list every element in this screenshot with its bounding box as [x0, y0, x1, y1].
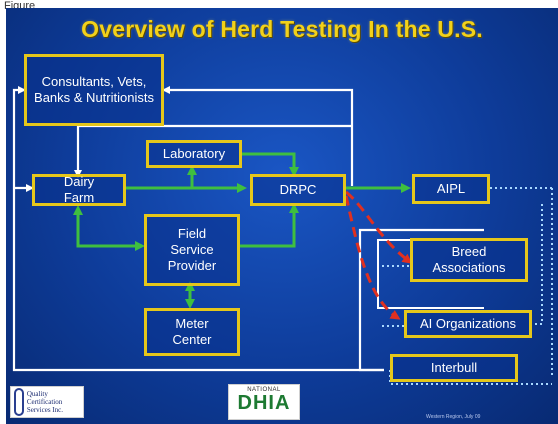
box-consultants: Consultants, Vets, Banks & Nutritionists — [24, 54, 164, 126]
box-field-service: Field Service Provider — [144, 214, 240, 286]
box-dairy-farm: Dairy Farm — [32, 174, 126, 206]
dotted-interbull — [389, 370, 552, 385]
line-left-loop — [12, 86, 384, 372]
slide-title: Overview of Herd Testing In the U.S. — [81, 16, 483, 42]
box-ai-organizations: AI Organizations — [404, 310, 532, 338]
slide: Overview of Herd Testing In the U.S. — [6, 8, 558, 424]
box-laboratory-label: Laboratory — [162, 146, 226, 161]
dotted-right-vertical-2 — [532, 204, 543, 325]
box-interbull-label: Interbull — [430, 360, 478, 375]
box-dairy-farm-label: Dairy Farm — [63, 174, 95, 205]
box-aipl-label: AIPL — [436, 181, 466, 196]
qcs-logo-mark — [14, 388, 24, 416]
dhia-logo-text: DHIA — [237, 392, 291, 414]
box-consultants-label: Consultants, Vets, Banks & Nutritionists — [34, 74, 154, 105]
arrow-dairy-field — [73, 205, 145, 251]
box-breed-associations-label: Breed Associations — [432, 244, 506, 275]
arrow-drpc-to-ai — [344, 195, 401, 320]
line-consultants-to-dairy — [74, 124, 352, 178]
box-drpc-label: DRPC — [279, 182, 317, 197]
arrow-drpc-to-breed — [345, 190, 413, 264]
box-meter-center-label: Meter Center — [172, 316, 212, 347]
dhia-logo-top: NATIONAL — [247, 387, 281, 393]
qcs-logo: Quality Certification Services Inc. — [10, 386, 84, 418]
box-field-service-label: Field Service Provider — [167, 226, 217, 273]
qcs-logo-text: Quality Certification Services Inc. — [26, 390, 63, 414]
box-interbull: Interbull — [390, 354, 518, 382]
dhia-logo: NATIONAL DHIA — [228, 384, 300, 420]
arrow-lab-to-drpc — [242, 152, 299, 177]
line-drpc-to-consultants — [162, 86, 354, 186]
box-drpc: DRPC — [250, 174, 346, 206]
footer-note: Western Region, July 09 — [426, 414, 481, 420]
arrow-field-to-drpc — [240, 203, 299, 248]
connector-lines — [12, 86, 553, 385]
box-breed-associations: Breed Associations — [410, 238, 528, 282]
box-meter-center: Meter Center — [144, 308, 240, 356]
box-ai-organizations-label: AI Organizations — [419, 316, 517, 331]
line-right-bracket — [358, 228, 484, 372]
box-aipl: AIPL — [412, 174, 490, 204]
box-laboratory: Laboratory — [146, 140, 242, 168]
